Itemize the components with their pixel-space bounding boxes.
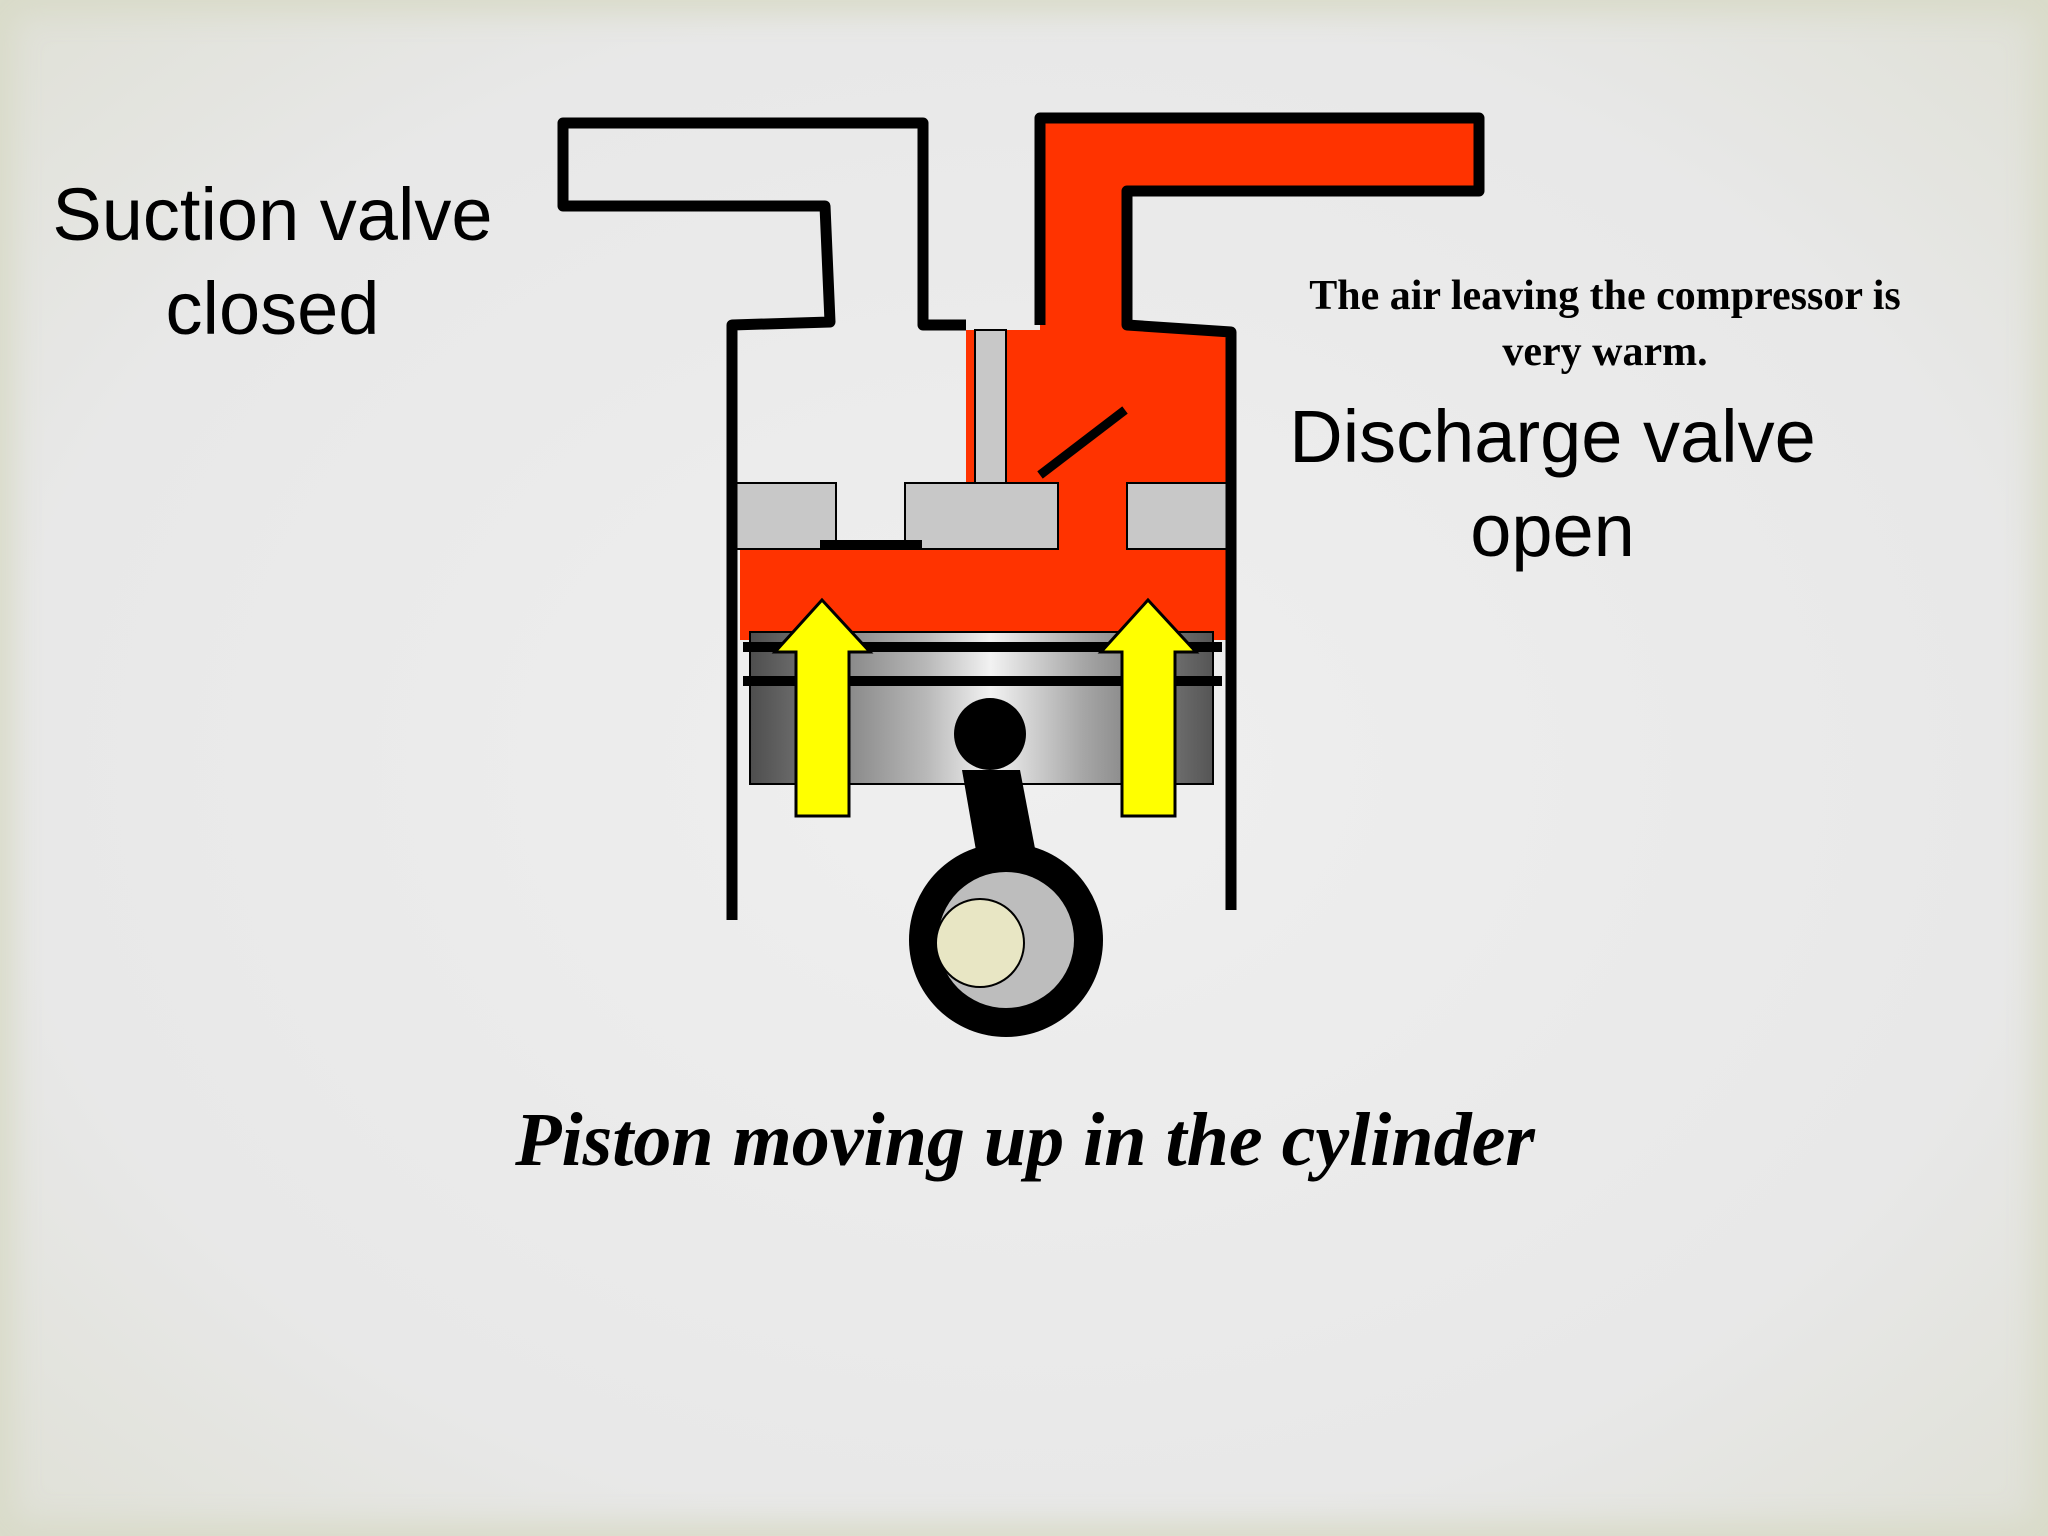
discharge-passage-outline: [1034, 112, 1485, 910]
suction-passage-outline: [557, 117, 966, 920]
wrist-pin: [954, 698, 1026, 770]
discharge-port-air: [1058, 548, 1128, 549]
valve-plate-left: [735, 482, 837, 550]
discharge-valve-label-line2: open: [1470, 489, 1635, 572]
valve-plate-center: [904, 482, 1059, 550]
discharge-valve-label: Discharge valve open: [1245, 390, 1860, 578]
warm-air-note-line1: The air leaving the compressor is: [1309, 273, 1901, 319]
suction-valve-label: Suction valve closed: [20, 168, 525, 356]
up-arrow-left-icon: [771, 597, 874, 818]
suction-valve-label-line1: Suction valve: [52, 173, 493, 256]
suction-valve-label-line2: closed: [165, 267, 380, 350]
up-arrow-right-icon: [1097, 597, 1200, 818]
discharge-valve-reed: [1037, 406, 1128, 479]
warm-air-note: The air leaving the compressor is very w…: [1240, 268, 1970, 380]
valve-divider-stem: [974, 329, 1007, 484]
diagram-caption: Piston moving up in the cylinder: [515, 1098, 1535, 1182]
compressed-air-region: [740, 120, 1478, 548]
discharge-valve-label-line1: Discharge valve: [1289, 395, 1816, 478]
crank-pin: [935, 898, 1025, 988]
warm-air-note-line2: very warm.: [1502, 329, 1708, 375]
valve-plate-right: [1126, 482, 1228, 550]
